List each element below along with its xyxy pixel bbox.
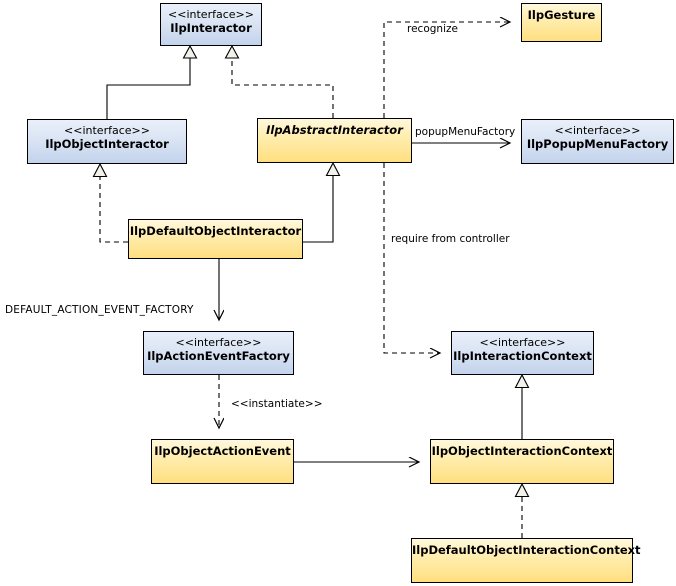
edge-defaultObjectInteractor-implements-objectInteractor [92,162,128,243]
node-stereotype: <<interface>> [64,124,150,137]
node-title: IlpObjectInteractor [45,137,169,151]
node-ilp-popup-menu-factory[interactable]: <<interface>> IlpPopupMenuFactory [521,119,674,164]
edge-label-require-from-controller: require from controller [391,233,510,245]
node-ilp-interactor[interactable]: <<interface>> IlpInteractor [160,3,262,46]
node-ilp-default-object-interaction-context[interactable]: IlpDefaultObjectInteractionContext [411,538,641,583]
node-title: IlpDefaultObjectInteractionContext [412,543,641,557]
node-ilp-object-interaction-context[interactable]: IlpObjectInteractionContext [430,439,614,484]
node-ilp-abstract-interactor[interactable]: IlpAbstractInteractor [257,118,412,163]
node-title: IlpActionEventFactory [147,349,290,363]
node-title: IlpAbstractInteractor [266,123,403,137]
edge-abstractInteractor-implements-interactor [224,44,334,118]
node-title: IlpInteractionContext [453,349,592,363]
node-title: IlpGesture [527,8,596,22]
node-title: IlpObjectActionEvent [154,444,291,458]
edge-abstractInteractor-recognize-gesture [383,22,510,118]
edge-label-recognize: recognize [407,23,458,35]
node-stereotype: <<interface>> [554,124,641,137]
node-title: IlpPopupMenuFactory [526,137,669,151]
edge-objectInteractor-extends-interactor [106,44,198,119]
edge-defaultObjectInteractor-extends-abstractInteractor [303,161,341,243]
node-ilp-object-interactor[interactable]: <<interface>> IlpObjectInteractor [27,119,187,164]
node-ilp-action-event-factory[interactable]: <<interface>> IlpActionEventFactory [143,331,294,375]
node-title: IlpDefaultObjectInteractor [129,224,302,238]
node-ilp-gesture[interactable]: IlpGesture [521,3,602,42]
node-title: IlpObjectInteractionContext [431,444,613,458]
edge-label-instantiate: <<instantiate>> [231,398,323,410]
edge-label-default-action-event-factory: DEFAULT_ACTION_EVENT_FACTORY [5,304,194,316]
node-ilp-object-action-event[interactable]: IlpObjectActionEvent [151,439,294,484]
edge-defaultObjectInteractionContext-implements-objectInteractionContext [514,482,530,538]
node-ilp-default-object-interactor[interactable]: IlpDefaultObjectInteractor [128,219,303,259]
node-stereotype: <<interface>> [168,8,254,21]
edge-objectInteractionContext-implements-interactionContext [514,373,530,439]
node-stereotype: <<interface>> [175,336,262,349]
node-ilp-interaction-context[interactable]: <<interface>> IlpInteractionContext [451,331,594,375]
node-stereotype: <<interface>> [479,336,566,349]
node-title: IlpInteractor [170,21,252,35]
edge-label-popup-menu-factory: popupMenuFactory [415,126,516,138]
edge-abstractInteractor-requires-interactionContext [383,163,440,353]
